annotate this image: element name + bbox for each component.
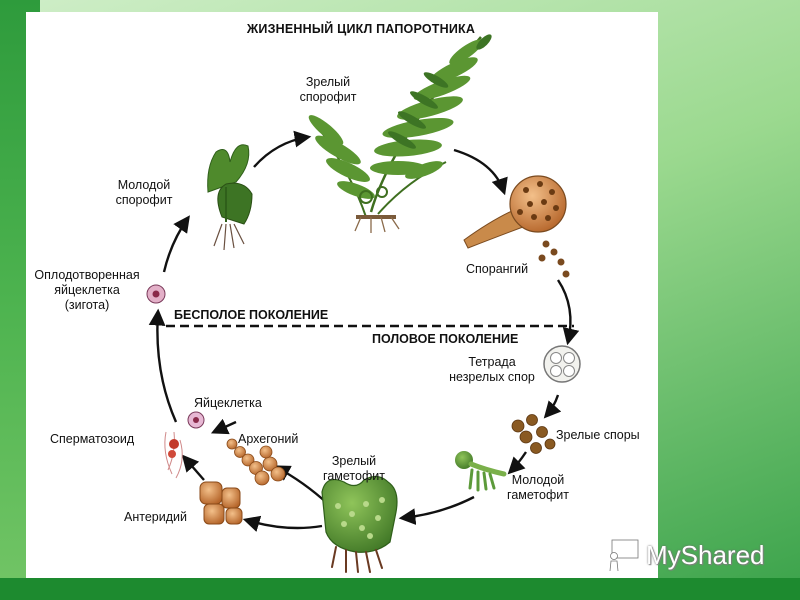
arrow-spores-to-young-gametophyte [507,451,527,475]
mature-sporophyte-illustration [308,34,492,233]
egg-cell-illustration [187,411,205,429]
label-line: спорофит [299,90,357,104]
label-mature-spores: Зрелые споры [556,428,640,442]
arrow-young-to-mature-gametophyte [398,495,475,525]
young-sporophyte-illustration [207,144,253,251]
label-mature-gametophyte: Зрелый гаметофит [314,454,394,484]
label-egg-cell: Яйцеклетка [194,396,262,410]
watermark-text: MyShared [646,540,765,570]
label-sporangium: Спорангий [466,262,529,276]
label-sexual-generation: ПОЛОВОЕ ПОКОЛЕНИЕ [372,332,519,346]
mature-spores-illustration [511,414,556,454]
arrow-sporophyte-to-sporangium [453,148,508,196]
arrow-archegonium-to-egg [210,418,237,435]
arrow-young-to-mature-sporophyte [253,130,312,168]
mature-gametophyte-illustration [321,475,398,573]
label-line: Тетрада [468,355,516,369]
label-young-gametophyte: Молодой гаметофит [496,473,580,503]
slide-bottom-band [0,578,800,600]
label-line: Молодой [511,473,565,487]
label-line: незрелых спор [449,370,535,384]
label-line: гаметофит [507,488,569,502]
chalkboard-person-icon [609,538,640,572]
label-line: яйцеклетка [54,283,120,297]
life-cycle-diagram [146,34,581,573]
archegonium-illustration [226,438,286,486]
arrow-tetrad-to-spores [543,394,562,419]
arrow-sporangium-to-tetrad [557,279,580,346]
label-line: (зигота) [64,298,110,312]
label-line: Зрелый [305,75,351,89]
label-zygote: Оплодотворенная яйцеклетка (зигота) [22,268,152,313]
label-line: гаметофит [323,469,385,483]
label-line: Оплодотворенная [34,268,140,282]
cycle-arrows [148,130,580,532]
young-gametophyte-illustration [455,451,507,492]
label-sperm: Сперматозоид [50,432,135,446]
diagram-title: ЖИЗНЕННЫЙ ЦИКЛ ПАПОРОТНИКА [246,22,476,36]
label-archegonium: Архегоний [238,432,299,446]
arrow-zygote-to-young-sporophyte [162,215,190,273]
arrow-to-zygote [148,308,178,423]
label-young-sporophyte: Молодой спорофит [106,178,182,208]
zygote-illustration [146,284,166,304]
diagram-panel: ЖИЗНЕННЫЙ ЦИКЛ ПАПОРОТНИКА Зрелый спороф… [26,12,658,578]
arrow-antheridium-to-sperm [181,454,205,481]
sporangium-illustration [463,175,570,278]
antheridium-illustration [199,481,243,525]
label-line: спорофит [115,193,173,207]
myshared-watermark: MyShared [606,535,786,575]
label-line: Зрелый [331,454,377,468]
label-antheridium: Антеридий [124,510,187,524]
tetrad-illustration [543,345,581,383]
label-asexual-generation: БЕСПОЛОЕ ПОКОЛЕНИЕ [174,308,329,322]
label-tetrad: Тетрада незрелых спор [440,355,544,385]
arrow-gametophyte-to-antheridium [242,515,323,532]
sperm-illustration [164,431,183,479]
label-mature-sporophyte: Зрелый спорофит [288,75,368,105]
label-line: Молодой [117,178,171,192]
